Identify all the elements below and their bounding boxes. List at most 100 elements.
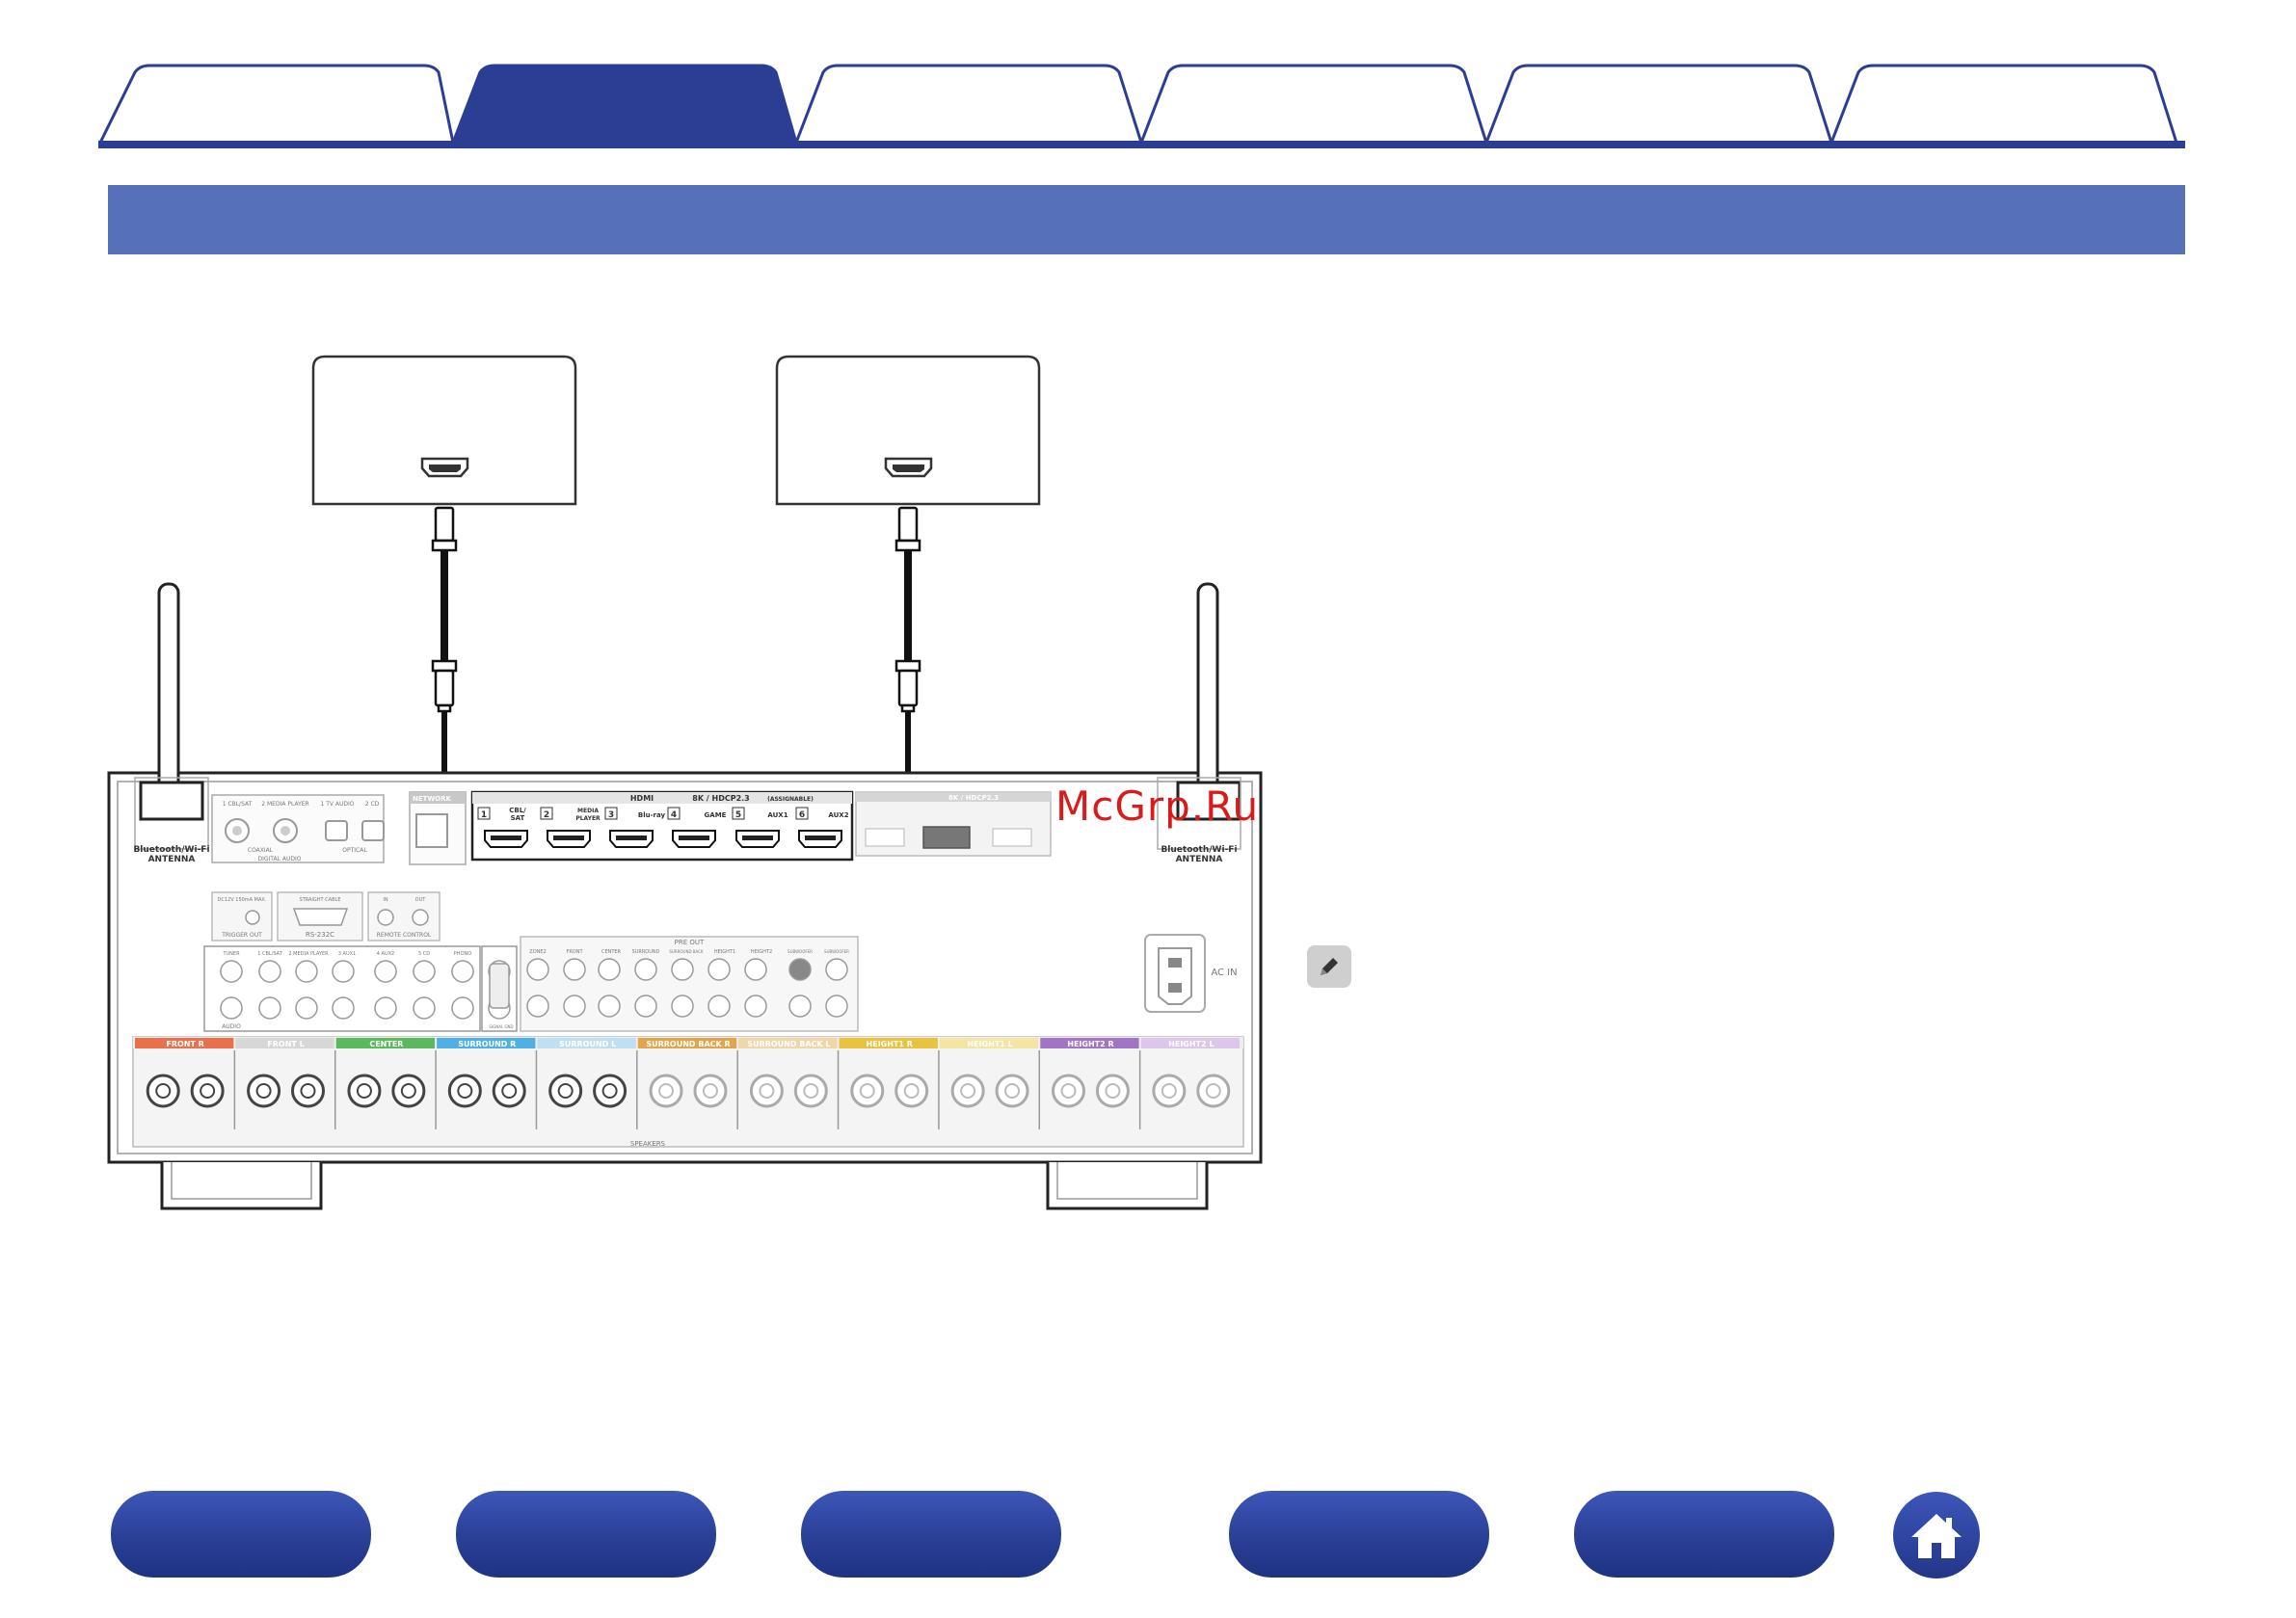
speaker-terminal bbox=[447, 1074, 482, 1108]
svg-text:SPEAKERS: SPEAKERS bbox=[630, 1140, 666, 1148]
nav-button-4[interactable] bbox=[1229, 1491, 1489, 1578]
svg-text:5: 5 bbox=[735, 810, 741, 820]
speaker-group-label: SURROUND BACK R bbox=[646, 1040, 730, 1048]
svg-text:PLAYER: PLAYER bbox=[575, 815, 601, 822]
svg-text:OUT: OUT bbox=[415, 897, 427, 903]
svg-text:2 CD: 2 CD bbox=[365, 801, 380, 808]
speaker-terminal bbox=[693, 1074, 728, 1108]
tab-6[interactable] bbox=[1829, 64, 2179, 145]
tab-4[interactable] bbox=[1138, 64, 1489, 145]
speaker-terminal bbox=[793, 1074, 828, 1108]
speaker-terminal-core bbox=[255, 1083, 272, 1099]
svg-text:PHONO: PHONO bbox=[454, 951, 471, 957]
hdmi-out-panel: 8K / HDCP2.3 bbox=[855, 791, 1052, 857]
svg-text:Blu-ray: Blu-ray bbox=[638, 811, 666, 819]
speaker-terminal-core bbox=[960, 1083, 976, 1099]
speaker-terminal bbox=[391, 1074, 426, 1108]
svg-text:DC12V 150mA MAX.: DC12V 150mA MAX. bbox=[218, 897, 267, 903]
speaker-terminal bbox=[1051, 1074, 1085, 1108]
speaker-terminal-core bbox=[903, 1083, 920, 1099]
svg-text:Bluetooth/Wi-Fi: Bluetooth/Wi-Fi bbox=[133, 845, 209, 855]
speaker-terminal-core bbox=[356, 1083, 372, 1099]
speaker-terminal bbox=[894, 1074, 929, 1108]
pencil-icon bbox=[1307, 945, 1351, 988]
svg-text:CENTER: CENTER bbox=[601, 949, 622, 955]
speaker-terminal-core bbox=[1060, 1083, 1077, 1099]
speaker-terminal bbox=[749, 1074, 784, 1108]
speaker-terminals bbox=[146, 1050, 1231, 1129]
speaker-terminal-core bbox=[200, 1083, 216, 1099]
nav-button-3[interactable] bbox=[801, 1491, 1061, 1578]
svg-text:SURROUND BACK: SURROUND BACK bbox=[669, 949, 704, 954]
tab-underline bbox=[98, 141, 2185, 148]
speaker-terminal bbox=[247, 1074, 281, 1108]
speaker-group-label: HEIGHT1 L bbox=[967, 1040, 1012, 1048]
svg-text:REMOTE CONTROL: REMOTE CONTROL bbox=[377, 932, 432, 939]
speaker-terminal-core bbox=[1105, 1083, 1121, 1099]
speaker-terminal-core bbox=[300, 1083, 316, 1099]
speaker-group-header bbox=[637, 1038, 737, 1048]
tab-bar bbox=[97, 64, 2185, 148]
svg-text:1 CBL/SAT: 1 CBL/SAT bbox=[223, 801, 253, 808]
svg-text:2 MEDIA PLAYER: 2 MEDIA PLAYER bbox=[288, 951, 329, 957]
nav-button-5[interactable] bbox=[1574, 1491, 1834, 1578]
speaker-terminal-core bbox=[702, 1083, 718, 1099]
tab-1[interactable] bbox=[97, 64, 455, 145]
home-button[interactable] bbox=[1893, 1492, 1980, 1578]
speaker-group-label: CENTER bbox=[369, 1040, 403, 1048]
speaker-terminal-core bbox=[859, 1083, 875, 1099]
tab-2[interactable] bbox=[450, 64, 798, 145]
section-header-bar bbox=[108, 185, 2185, 254]
hdmi-in-panel: HDMI 8K / HDCP2.3 (ASSIGNABLE) 1 CBL/ SA… bbox=[470, 790, 854, 862]
svg-text:2: 2 bbox=[544, 810, 549, 820]
tab-3[interactable] bbox=[793, 64, 1144, 145]
speaker-terminal bbox=[492, 1074, 526, 1108]
svg-text:GAME: GAME bbox=[705, 811, 727, 819]
svg-text:2 MEDIA PLAYER: 2 MEDIA PLAYER bbox=[261, 801, 308, 808]
svg-text:TUNER: TUNER bbox=[222, 951, 240, 957]
pre-out-block: PRE OUT ZONE2 FRONT CENTER SURROUND SURR… bbox=[520, 936, 859, 1032]
svg-text:NETWORK: NETWORK bbox=[413, 795, 451, 803]
source-device-2 bbox=[775, 355, 1041, 506]
speaker-terminal-core bbox=[457, 1083, 473, 1099]
speaker-group-header bbox=[135, 1038, 234, 1048]
speaker-group-header bbox=[1040, 1038, 1139, 1048]
nav-button-1[interactable] bbox=[111, 1491, 371, 1578]
speaker-terminal bbox=[649, 1074, 683, 1108]
speaker-group-label: SURROUND L bbox=[559, 1040, 616, 1048]
speaker-terminal bbox=[190, 1074, 225, 1108]
svg-text:1: 1 bbox=[481, 810, 487, 820]
svg-text:HEIGHT1: HEIGHT1 bbox=[714, 949, 735, 955]
svg-text:4 AUX2: 4 AUX2 bbox=[377, 951, 394, 957]
speaker-terminal-core bbox=[1205, 1083, 1221, 1099]
speaker-terminal-core bbox=[155, 1083, 172, 1099]
speaker-group-header bbox=[738, 1038, 838, 1048]
speaker-terminal-core bbox=[1004, 1083, 1021, 1099]
svg-text:3 AUX1: 3 AUX1 bbox=[338, 951, 356, 957]
svg-text:Bluetooth/Wi-Fi: Bluetooth/Wi-Fi bbox=[1161, 845, 1237, 855]
nav-button-2[interactable] bbox=[456, 1491, 716, 1578]
tab-5[interactable] bbox=[1483, 64, 1834, 145]
speaker-group-label: HEIGHT2 L bbox=[1168, 1040, 1214, 1048]
speaker-group-label: FRONT L bbox=[267, 1040, 304, 1048]
svg-text:SUBWOOFER: SUBWOOFER bbox=[824, 949, 849, 954]
svg-text:5 CD: 5 CD bbox=[418, 951, 430, 957]
speaker-group-label: FRONT R bbox=[166, 1040, 204, 1048]
svg-text:1 TV AUDIO: 1 TV AUDIO bbox=[320, 801, 354, 808]
svg-text:COAXIAL: COAXIAL bbox=[248, 847, 274, 854]
speaker-group-header bbox=[839, 1038, 938, 1048]
receiver-rear-panel: Bluetooth/Wi-Fi ANTENNA Bluetooth/Wi-Fi … bbox=[107, 582, 1263, 1210]
speaker-terminal-core bbox=[1161, 1083, 1177, 1099]
svg-text:8K / HDCP2.3: 8K / HDCP2.3 bbox=[692, 794, 750, 803]
source-device-1 bbox=[311, 355, 577, 506]
speaker-group-header bbox=[335, 1038, 436, 1048]
speaker-group-label: HEIGHT2 R bbox=[1067, 1040, 1113, 1048]
svg-text:HDMI: HDMI bbox=[630, 794, 654, 803]
analog-audio-block bbox=[203, 945, 518, 1032]
speaker-terminal-core bbox=[601, 1083, 618, 1099]
speaker-terminal bbox=[950, 1074, 985, 1108]
speaker-group-header bbox=[235, 1038, 334, 1048]
network-port: NETWORK bbox=[409, 791, 467, 865]
